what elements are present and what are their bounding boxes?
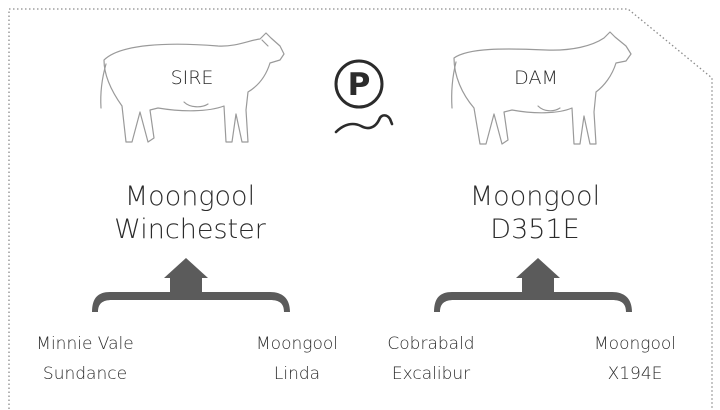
sire-bull-outline-icon: [100, 32, 285, 143]
dam-name-line1: Moongool: [469, 181, 601, 212]
sire-sire-line1: Minnie Vale: [36, 334, 134, 354]
sire-role-label: SIRE: [170, 67, 214, 89]
polled-p-letter: P: [348, 67, 371, 103]
polled-p-icon: P: [334, 59, 394, 134]
dam-cow-outline-icon: [451, 31, 632, 145]
dam-sire-line2: Excalibur: [391, 364, 471, 384]
sire-dam-line1: Moongool: [256, 334, 338, 354]
dam-role-label: DAM: [514, 67, 558, 89]
sire-lineage-brace-arrow-icon: [92, 258, 290, 312]
dam-dam-line2: X194E: [607, 364, 663, 384]
sire-name-line2: Winchester: [114, 214, 266, 245]
sire-sire-line2: Sundance: [42, 364, 128, 384]
dam-name-line2: D351E: [490, 214, 580, 245]
sire-name-line1: Moongool: [124, 181, 256, 212]
dam-sire-line1: Cobrabald: [387, 334, 475, 354]
dam-dam-line1: Moongool: [594, 334, 676, 354]
sire-dam-line2: Linda: [273, 364, 321, 384]
dam-lineage-brace-arrow-icon: [434, 258, 632, 312]
